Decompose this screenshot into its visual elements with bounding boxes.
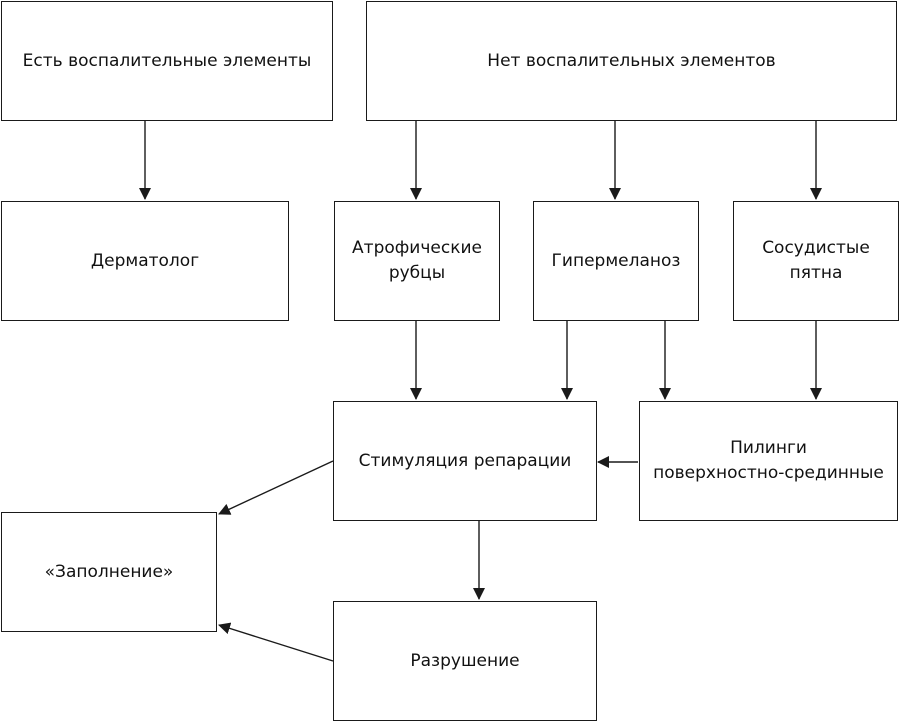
node-inflammatory-absent: Нет воспалительных элементов <box>366 1 897 121</box>
node-peelings: Пилинги поверхностно-срединные <box>639 401 898 521</box>
node-dermatologist-label: Дерматолог <box>90 250 200 271</box>
node-inflammatory-absent-label: Нет воспалительных элементов <box>487 50 776 71</box>
node-atrophic-scars-line-1: Атрофические <box>352 238 482 259</box>
node-inflammatory-present: Есть воспалительные элементы <box>1 1 333 121</box>
node-repair-stimulation-label: Стимуляция репарации <box>358 450 572 471</box>
node-peelings-line-1: Пилинги <box>730 438 807 459</box>
node-filling-label: «Заполнение» <box>44 561 174 582</box>
node-vascular-spots: Сосудистые пятна <box>733 201 899 321</box>
node-repair-stimulation: Стимуляция репарации <box>333 401 597 521</box>
node-dermatologist: Дерматолог <box>1 201 289 321</box>
node-atrophic-scars: Атрофические рубцы <box>334 201 500 321</box>
node-vascular-spots-line-1: Сосудистые <box>762 238 870 259</box>
node-filling: «Заполнение» <box>1 512 217 632</box>
node-destruction-label: Разрушение <box>410 650 520 671</box>
arrow-stimulation-to-filling <box>218 460 334 515</box>
node-hypermelanosis-label: Гипермеланоз <box>551 250 681 271</box>
node-hypermelanosis: Гипермеланоз <box>533 201 699 321</box>
node-peelings-line-2: поверхностно-срединные <box>653 463 884 483</box>
node-vascular-spots-line-2: пятна <box>789 263 843 283</box>
node-destruction: Разрушение <box>333 601 597 721</box>
node-inflammatory-present-label: Есть воспалительные элементы <box>22 50 312 71</box>
node-atrophic-scars-line-2: рубцы <box>388 263 446 283</box>
arrow-destruction-to-filling <box>218 622 334 662</box>
